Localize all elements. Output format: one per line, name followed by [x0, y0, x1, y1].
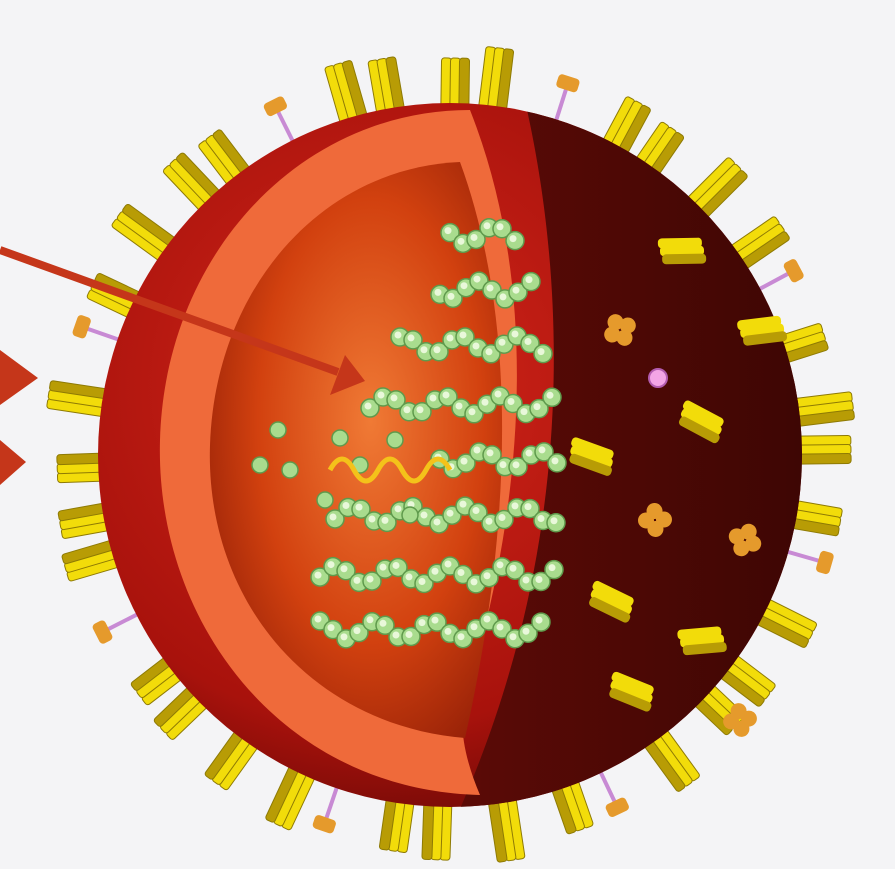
- nucleoprotein: [317, 492, 333, 508]
- m2-ion-channel: [649, 369, 667, 387]
- nucleoprotein: [270, 422, 286, 438]
- nucleoprotein: [402, 507, 418, 523]
- arrow-to-membrane: [0, 440, 26, 485]
- nucleoprotein: [252, 457, 268, 473]
- nucleoprotein: [332, 430, 348, 446]
- arrow-to-spikes: [0, 350, 38, 405]
- hemagglutinin-trimer: [677, 626, 727, 656]
- hemagglutinin-trimer: [658, 238, 706, 265]
- nucleoprotein: [387, 432, 403, 448]
- nucleoprotein: [282, 462, 298, 478]
